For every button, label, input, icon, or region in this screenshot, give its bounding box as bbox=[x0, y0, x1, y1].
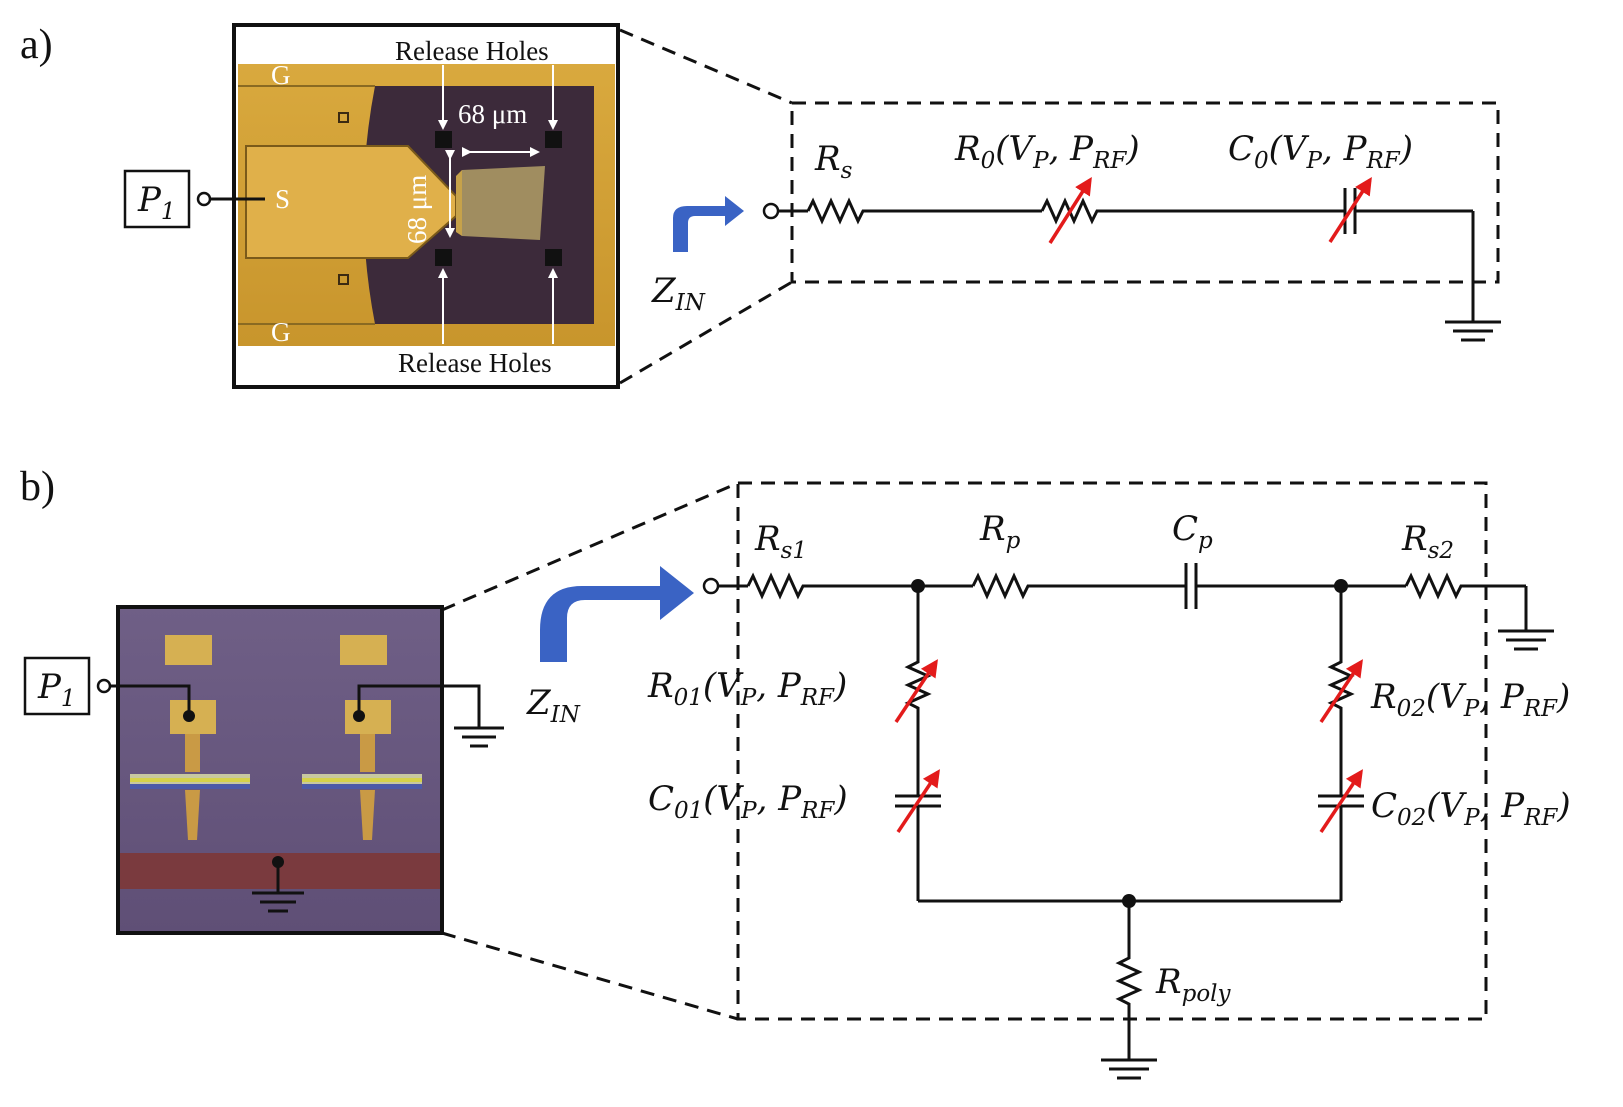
tuning-arrow-c0-icon bbox=[1328, 177, 1372, 243]
panel-b-letter: b) bbox=[20, 464, 55, 510]
zoom-line-a-bottom bbox=[619, 280, 793, 385]
circuit-b bbox=[702, 563, 1554, 1080]
c02-label: C02(VP, PRF) bbox=[1371, 786, 1571, 831]
ground-b-rs2-icon bbox=[1498, 629, 1554, 651]
dimension-horizontal-label: 68 μm bbox=[458, 99, 527, 129]
signal-label: S bbox=[275, 184, 290, 214]
ground-top-label: G bbox=[271, 60, 291, 90]
tuning-arrow-c01-icon bbox=[896, 769, 940, 833]
port-a-label: P1 bbox=[137, 180, 176, 225]
panel-b-micrograph bbox=[110, 605, 504, 935]
zin-arrow-b-icon bbox=[540, 566, 694, 662]
r0-label: R0(VP, PRF) bbox=[954, 129, 1140, 174]
ground-b-photo-right-icon bbox=[454, 726, 504, 748]
r02-label: R02(VP, PRF) bbox=[1370, 677, 1570, 722]
rs1-label: Rs1 bbox=[754, 519, 807, 564]
port-b-label: P1 bbox=[37, 667, 76, 712]
ground-b-photo-bottom-icon bbox=[252, 891, 304, 913]
c0-label: C0(VP, PRF) bbox=[1228, 129, 1413, 174]
panel-a-letter: a) bbox=[20, 22, 53, 68]
r01-label: R01(VP, PRF) bbox=[647, 666, 847, 711]
release-holes-bottom-label: Release Holes bbox=[398, 348, 552, 378]
zin-b-label: ZIN bbox=[526, 683, 581, 728]
resistor-rpoly-icon bbox=[1115, 901, 1143, 1060]
zoom-line-b-top bbox=[441, 481, 739, 612]
zin-a-label: ZIN bbox=[651, 271, 706, 316]
rpoly-label: Rpoly bbox=[1155, 962, 1232, 1007]
tuning-arrow-r0-icon bbox=[1048, 177, 1092, 244]
tuning-arrow-c02-icon bbox=[1319, 769, 1363, 833]
tuning-arrow-r02-icon bbox=[1319, 659, 1363, 723]
c01-label: C01(VP, PRF) bbox=[648, 779, 848, 824]
cp-label: Cp bbox=[1172, 509, 1213, 554]
zoom-line-a-top bbox=[619, 28, 793, 105]
resistor-r0-icon bbox=[1040, 197, 1345, 225]
ground-bottom-label: G bbox=[271, 317, 291, 347]
resistor-rs-icon bbox=[806, 197, 1042, 225]
circuit-box-b bbox=[736, 481, 1488, 1021]
release-holes-top-label: Release Holes bbox=[395, 36, 549, 66]
ground-a-icon bbox=[1445, 320, 1501, 342]
panel-a-micrograph bbox=[232, 23, 620, 389]
resistor-rs1-icon bbox=[746, 572, 973, 600]
panel-a-port bbox=[123, 169, 265, 229]
resistor-rs2-icon bbox=[1404, 572, 1526, 600]
zin-arrow-icon bbox=[673, 196, 744, 252]
rs2-label: Rs2 bbox=[1401, 519, 1454, 564]
tuning-arrow-r01-icon bbox=[894, 659, 938, 723]
resistor-rp-icon bbox=[971, 572, 1186, 600]
zoom-line-b-bottom bbox=[441, 931, 739, 1021]
circuit-a bbox=[762, 177, 1501, 342]
resistor-r01-icon bbox=[904, 586, 932, 796]
ground-b-rpoly-icon bbox=[1101, 1058, 1157, 1080]
rp-label: Rp bbox=[979, 509, 1021, 554]
circuit-box-a bbox=[790, 101, 1500, 284]
resistor-r02-icon bbox=[1327, 586, 1355, 796]
dimension-vertical-label: 68 μm bbox=[402, 175, 432, 244]
rs-label: Rs bbox=[814, 139, 853, 184]
panel-b-port bbox=[23, 656, 112, 716]
